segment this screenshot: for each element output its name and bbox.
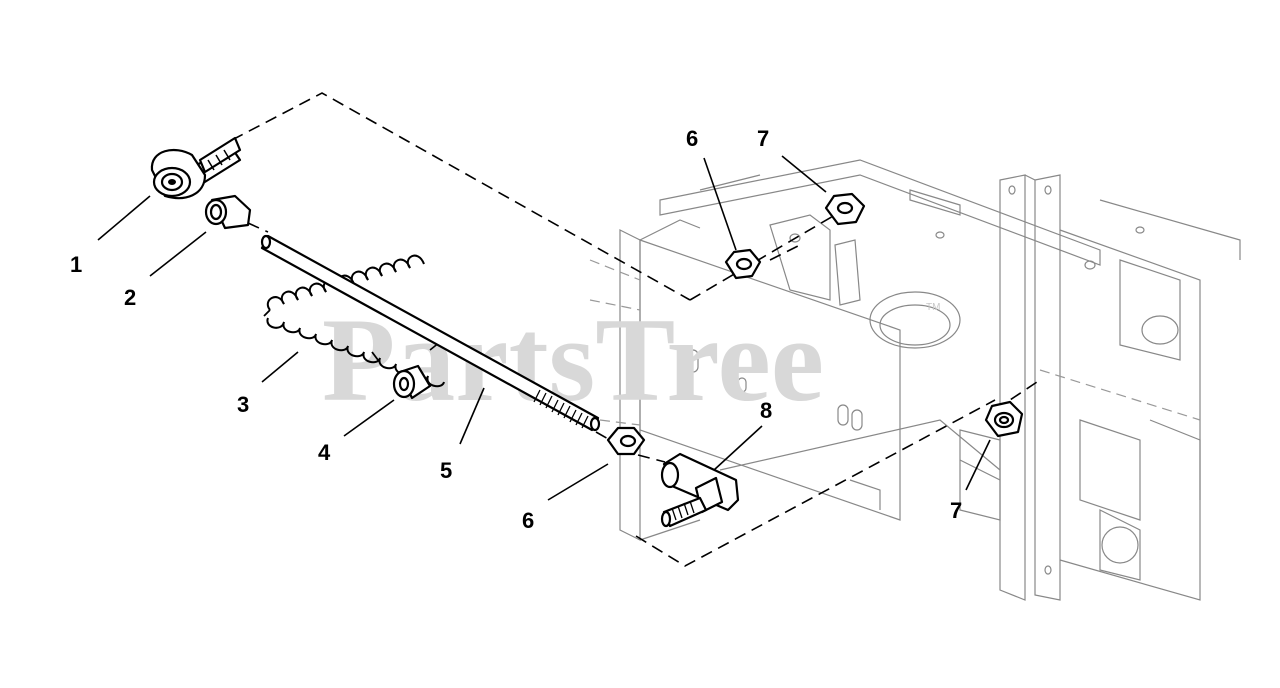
watermark: PartsTree TM (322, 293, 940, 426)
part-6-nut-upper (724, 248, 762, 280)
part-1-rod-end (150, 136, 242, 200)
callout-6-lower: 6 (522, 508, 534, 533)
callout-7-lower: 7 (950, 498, 962, 523)
callout-8: 8 (760, 398, 772, 423)
mower-frame-background (589, 159, 1241, 601)
part-5-threaded-rod (260, 234, 601, 432)
callout-7-upper: 7 (757, 126, 769, 151)
callout-6-upper: 6 (686, 126, 698, 151)
callout-3: 3 (237, 392, 249, 417)
watermark-tm: TM (926, 302, 940, 313)
callout-1: 1 (70, 252, 82, 277)
callout-2: 2 (124, 285, 136, 310)
callout-4: 4 (318, 440, 331, 465)
callout-5: 5 (440, 458, 452, 483)
part-6-nut-lower (606, 426, 646, 456)
part-2-bushing (204, 194, 252, 230)
part-7-locknut-upper (824, 192, 866, 226)
part-8-trunnion (660, 452, 740, 528)
callout-numbers: 1 2 3 4 5 6 6 7 7 8 (70, 126, 962, 533)
part-7-locknut-lower (984, 400, 1024, 438)
part-4-spacer (392, 364, 432, 400)
leader-lines (97, 155, 991, 501)
